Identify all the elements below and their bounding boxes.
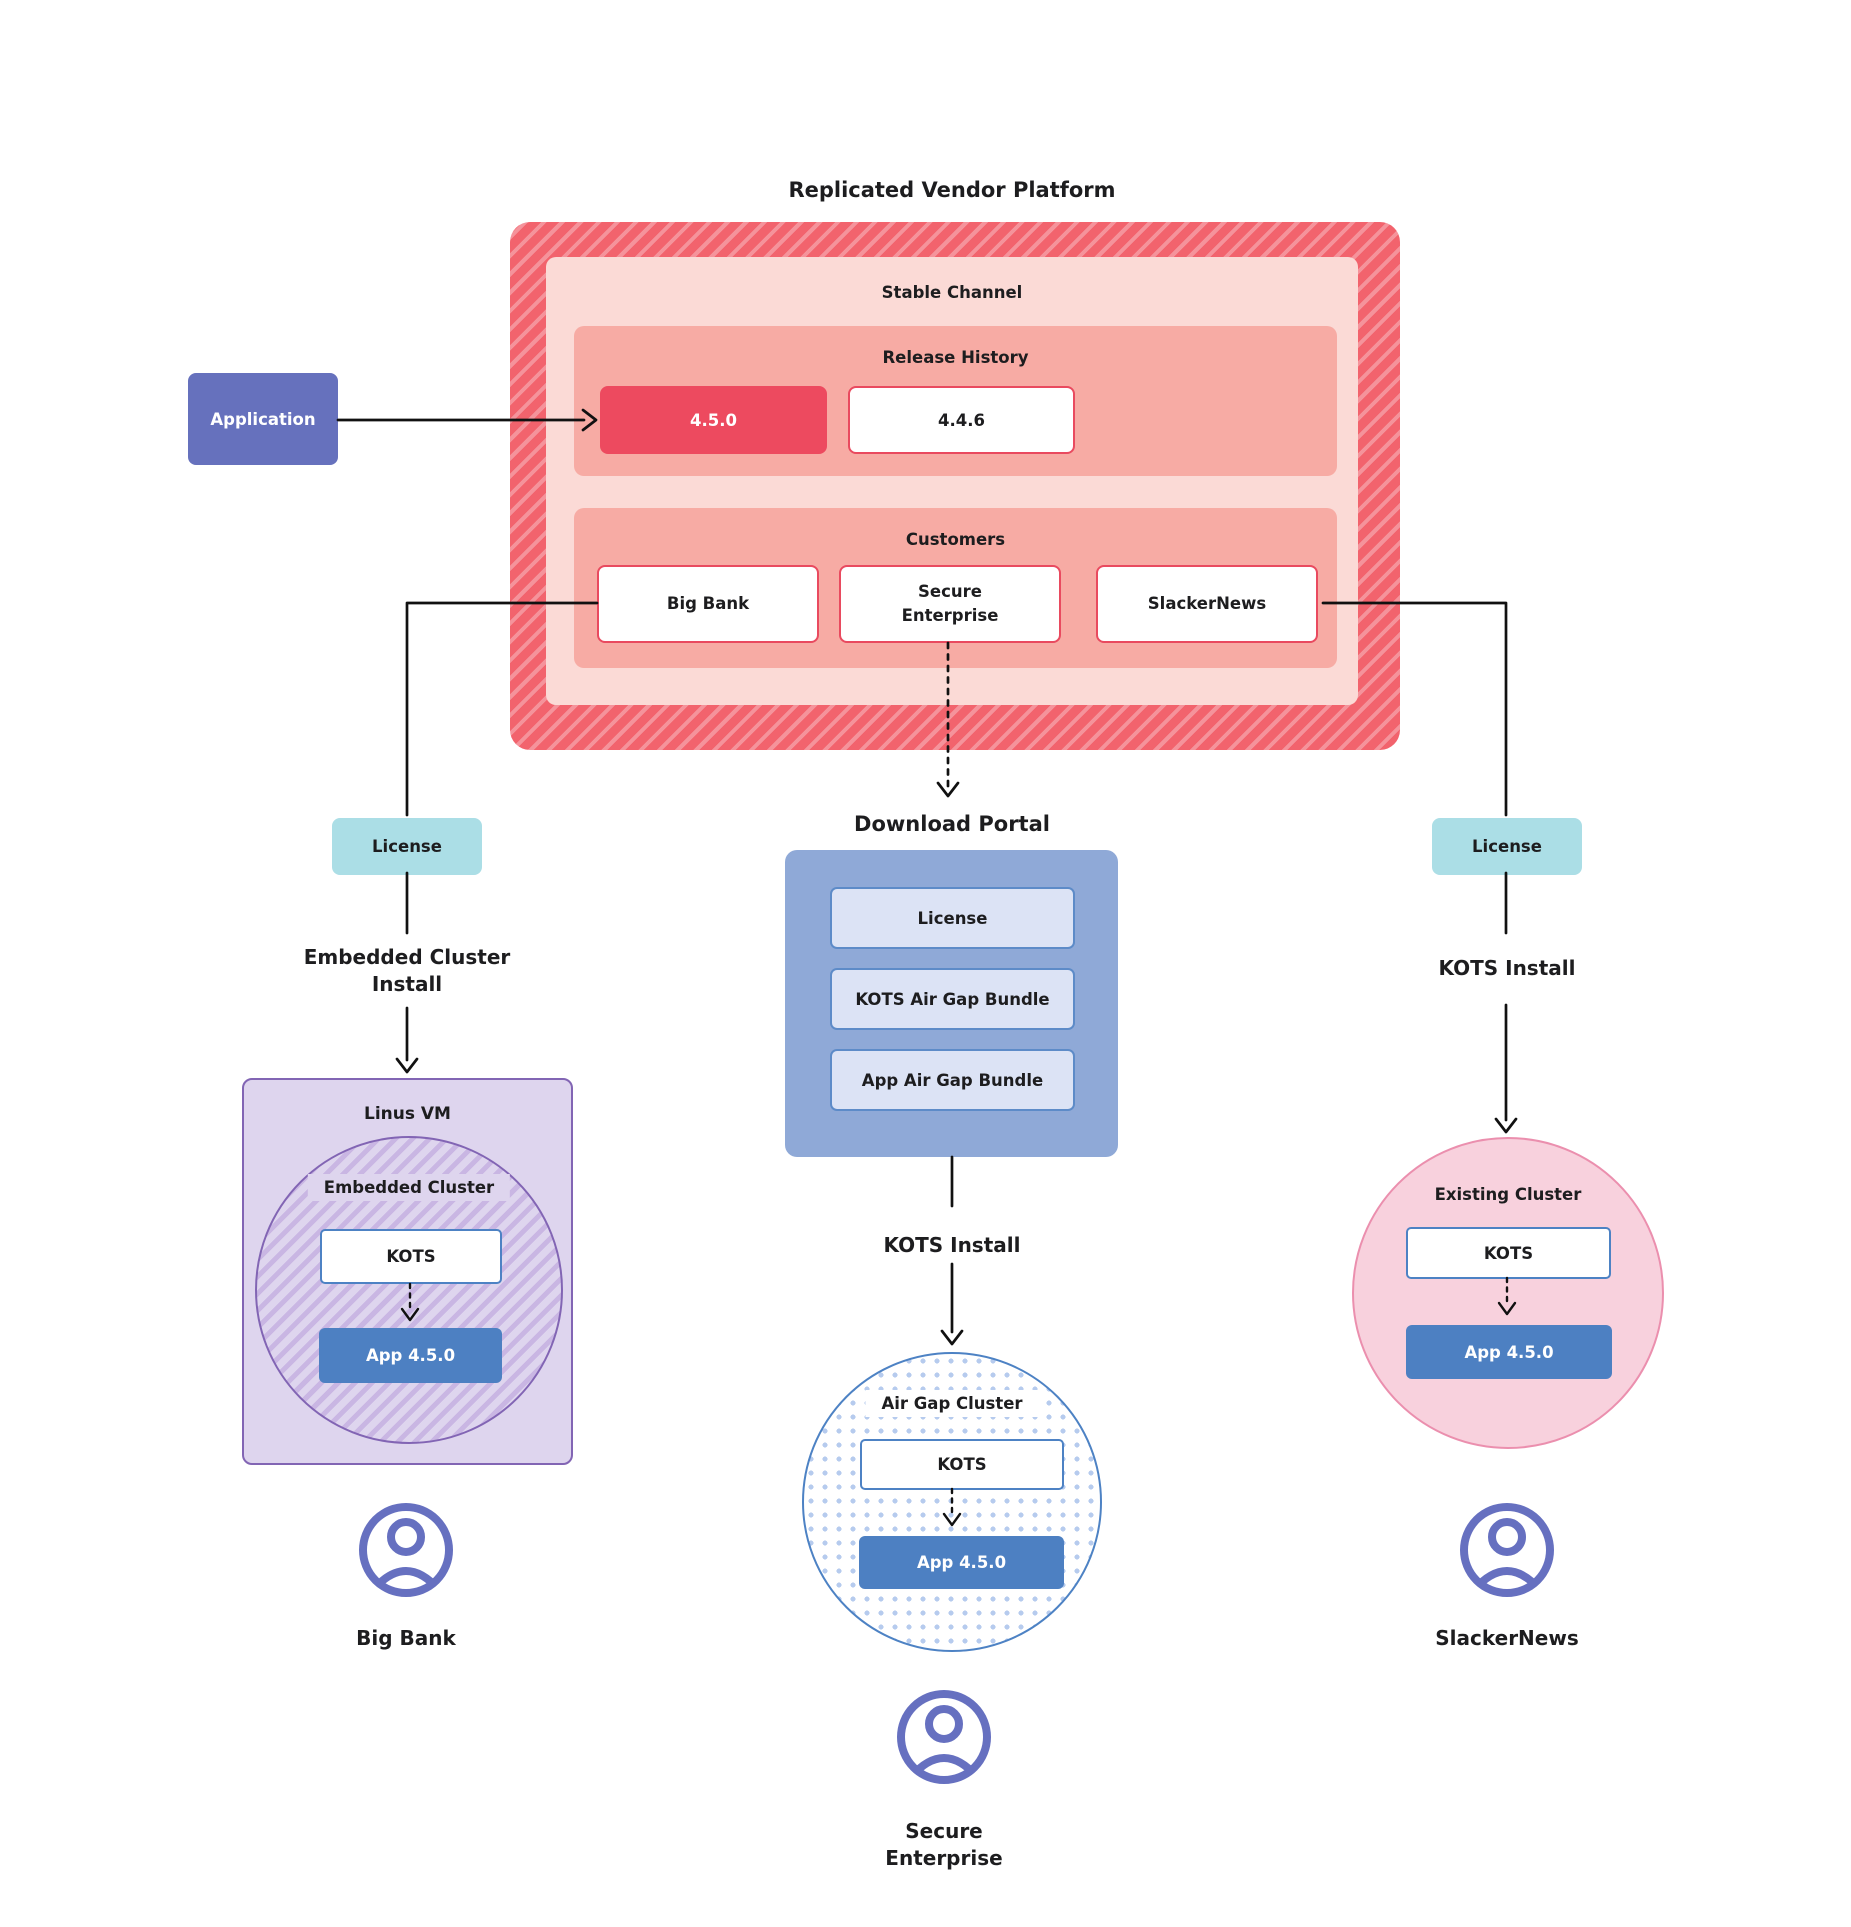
license-box-left: License xyxy=(332,818,482,875)
application-box: Application xyxy=(188,373,338,465)
user-name-slackernews: SlackerNews xyxy=(1435,1626,1579,1650)
linus-vm-label: Linus VM xyxy=(364,1104,451,1124)
customer-secure-enterprise: Secure Enterprise xyxy=(839,565,1061,643)
user-name-big-bank: Big Bank xyxy=(356,1626,456,1650)
user-icon-secure-enterprise xyxy=(897,1690,991,1784)
connector-install-to-linus-vm xyxy=(395,1006,419,1074)
portal-item-kots-airgap-bundle: KOTS Air Gap Bundle xyxy=(830,968,1075,1030)
embedded-cluster-label: Embedded Cluster xyxy=(307,1174,511,1201)
portal-item-app-airgap-bundle: App Air Gap Bundle xyxy=(830,1049,1075,1111)
kots-box-left: KOTS xyxy=(320,1229,502,1284)
app-box-middle: App 4.5.0 xyxy=(859,1536,1064,1589)
air-gap-cluster-circle: Air Gap Cluster KOTS App 4.5.0 xyxy=(802,1352,1102,1652)
download-portal-box: License KOTS Air Gap Bundle App Air Gap … xyxy=(785,850,1118,1157)
app-box-right: App 4.5.0 xyxy=(1406,1325,1612,1379)
kots-box-right: KOTS xyxy=(1406,1227,1611,1279)
stable-channel-label: Stable Channel xyxy=(881,283,1023,302)
user-name-secure-enterprise: Secure Enterprise xyxy=(885,1819,1003,1870)
air-gap-cluster-label: Air Gap Cluster xyxy=(865,1390,1039,1417)
release-history-label: Release History xyxy=(882,348,1029,367)
customers-box: Customers Big Bank Secure Enterprise Sla… xyxy=(574,508,1337,668)
embedded-cluster-circle: Embedded Cluster KOTS App 4.5.0 xyxy=(255,1136,563,1444)
app-box-left: App 4.5.0 xyxy=(319,1328,502,1383)
release-version-previous: 4.4.6 xyxy=(848,386,1075,454)
existing-cluster-label: Existing Cluster xyxy=(1434,1185,1582,1204)
customers-label: Customers xyxy=(905,530,1006,549)
existing-cluster-circle: Existing Cluster KOTS App 4.5.0 xyxy=(1352,1137,1664,1449)
diagram-title: Replicated Vendor Platform xyxy=(788,178,1116,202)
release-version-current: 4.5.0 xyxy=(600,386,827,454)
release-history-box: Release History 4.5.0 4.4.6 xyxy=(574,326,1337,476)
portal-item-license: License xyxy=(830,887,1075,949)
user-icon-big-bank xyxy=(359,1503,453,1597)
customer-slackernews: SlackerNews xyxy=(1096,565,1318,643)
vendor-platform-container: Stable Channel Release History 4.5.0 4.4… xyxy=(510,222,1400,750)
license-box-right: License xyxy=(1432,818,1582,875)
connector-install-to-existing-cluster xyxy=(1494,1003,1518,1134)
embedded-cluster-install-label: Embedded Cluster Install xyxy=(303,945,511,996)
download-portal-label: Download Portal xyxy=(854,812,1050,836)
stable-channel-box: Stable Channel Release History 4.5.0 4.4… xyxy=(546,257,1358,705)
user-icon-slackernews xyxy=(1460,1503,1554,1597)
kots-box-middle: KOTS xyxy=(860,1439,1064,1490)
customer-big-bank: Big Bank xyxy=(597,565,819,643)
kots-install-label-right: KOTS Install xyxy=(1438,956,1576,980)
kots-install-label-middle: KOTS Install xyxy=(883,1233,1021,1257)
linus-vm-box: Linus VM Embedded Cluster KOTS App 4.5.0 xyxy=(242,1078,573,1465)
